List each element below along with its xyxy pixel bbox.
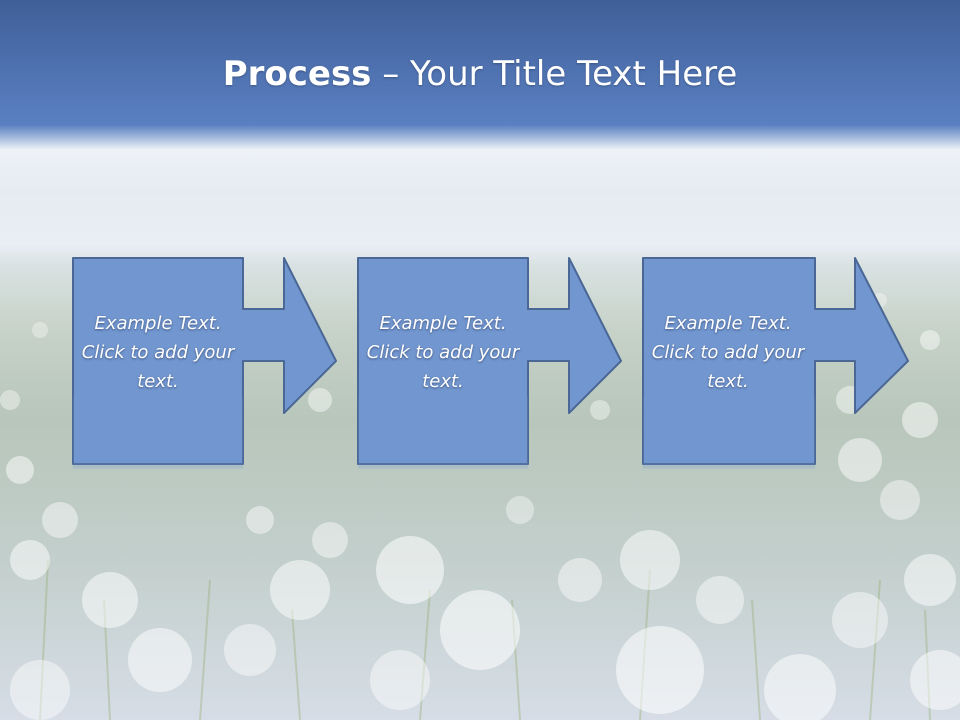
step-1-reflection: [73, 396, 243, 469]
process-step-3[interactable]: Example Text. Click to add your text.: [642, 257, 912, 469]
step-1-text[interactable]: Example Text. Click to add your text.: [81, 313, 235, 392]
process-step-2[interactable]: Example Text. Click to add your text.: [357, 257, 627, 469]
step-2-reflection: [358, 396, 528, 469]
step-3-callout-arrow-shape: [642, 257, 909, 465]
step-3-text[interactable]: Example Text. Click to add your text.: [651, 313, 805, 392]
slide-title[interactable]: Process – Your Title Text Here: [0, 52, 960, 96]
dandelion-puffs: [0, 293, 960, 720]
title-bold-word: Process: [222, 54, 372, 94]
process-step-1[interactable]: Example Text. Click to add your text.: [72, 257, 342, 469]
title-rest: – Your Title Text Here: [371, 54, 738, 94]
step-3-reflection: [643, 396, 815, 469]
step-2-text[interactable]: Example Text. Click to add your text.: [366, 313, 520, 392]
step-1-callout-arrow-shape: [72, 257, 337, 465]
step-2-callout-arrow-shape: [357, 257, 622, 465]
